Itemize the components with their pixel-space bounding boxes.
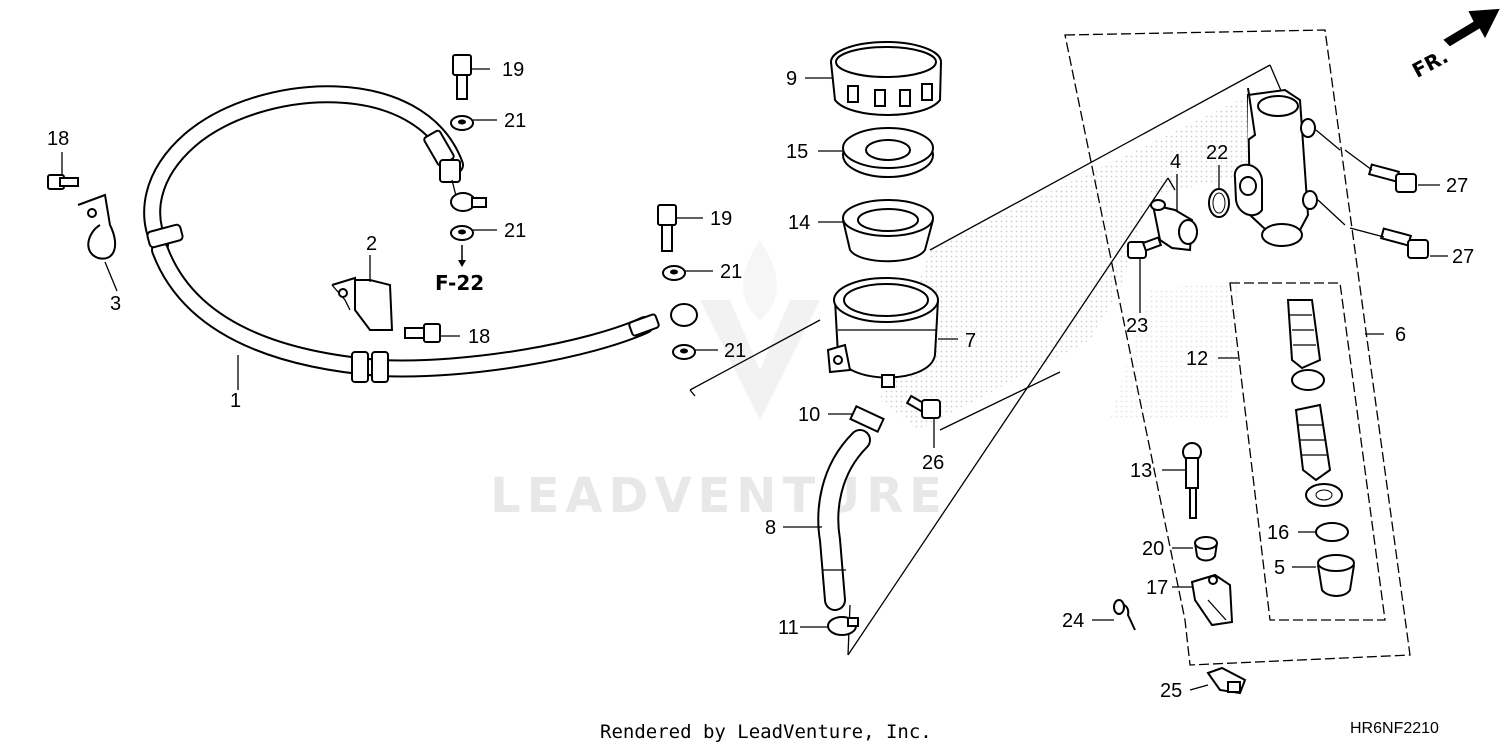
master-cylinder-body <box>1233 87 1318 247</box>
callout-23: 23 <box>1126 315 1148 337</box>
callout-19-top: 19 <box>502 59 524 81</box>
callout-19-mid: 19 <box>710 208 732 230</box>
callout-4: 4 <box>1170 151 1181 173</box>
bolt-27-upper <box>1367 163 1417 193</box>
callout-9: 9 <box>786 68 797 90</box>
boot-5 <box>1317 554 1355 597</box>
cotter-pin-24 <box>1113 599 1136 631</box>
joint-pin-25 <box>1206 666 1247 695</box>
screw-23 <box>1127 236 1163 259</box>
callout-25: 25 <box>1160 680 1182 702</box>
callout-13: 13 <box>1130 460 1152 482</box>
callout-3: 3 <box>110 293 121 315</box>
diagram-code: HR6NF2210 <box>1350 720 1439 737</box>
callout-labels: 1 2 3 4 5 6 7 8 9 10 11 12 13 14 15 16 1… <box>47 59 1474 702</box>
callout-21-d: 21 <box>724 340 746 362</box>
assembly-shading <box>880 90 1260 430</box>
callout-12: 12 <box>1186 348 1208 370</box>
leader-lines <box>61 68 1448 691</box>
hose-clamp <box>77 193 117 260</box>
callout-21-c: 21 <box>720 261 742 283</box>
reservoir-hose <box>817 429 871 611</box>
push-rod-13 <box>1182 442 1202 519</box>
sealing-washers-21 <box>450 115 696 360</box>
credit-text: Rendered by LeadVenture, Inc. <box>600 721 932 743</box>
callout-14: 14 <box>788 212 810 234</box>
reservoir-plate <box>842 127 934 178</box>
callout-27-lower: 27 <box>1452 246 1474 268</box>
bolt-18-right <box>404 323 441 343</box>
callout-18-left: 18 <box>47 128 69 150</box>
banjo-bolt-19-top <box>452 54 472 100</box>
assembly-lines <box>689 64 1286 656</box>
watermark: LEADVENTURE <box>490 240 948 524</box>
callout-20: 20 <box>1142 538 1164 560</box>
brake-reservoir <box>826 277 939 388</box>
front-direction-indicator: FR. <box>1408 8 1500 83</box>
callout-11: 11 <box>778 617 799 639</box>
brake-hose <box>143 85 698 383</box>
callout-2: 2 <box>366 233 377 255</box>
nut-20 <box>1194 536 1218 562</box>
callout-8: 8 <box>765 517 776 539</box>
group-box-6 <box>1064 29 1411 666</box>
callout-22: 22 <box>1206 142 1228 164</box>
joint-17 <box>1190 573 1234 627</box>
reservoir-diaphragm <box>842 199 934 263</box>
callout-27-upper: 27 <box>1446 175 1468 197</box>
callout-10: 10 <box>798 404 820 426</box>
bolt-18-left <box>47 174 79 190</box>
banjo-bolt-19-mid <box>657 204 677 252</box>
watermark-text: LEADVENTURE <box>490 468 948 524</box>
direction-label: FR. <box>1408 44 1452 83</box>
screw-26 <box>905 394 941 419</box>
hose-clip-10 <box>849 404 885 434</box>
o-ring-22 <box>1208 188 1230 218</box>
callout-24: 24 <box>1062 610 1084 632</box>
arrow-down-icon <box>458 245 466 267</box>
reservoir-cap <box>830 41 942 116</box>
callout-1: 1 <box>230 390 241 412</box>
piston-set <box>1286 299 1343 507</box>
callout-7: 7 <box>965 330 976 352</box>
callout-21-a: 21 <box>504 110 526 132</box>
watermark-logo-icon <box>700 240 820 420</box>
callout-26: 26 <box>922 452 944 474</box>
callout-5: 5 <box>1274 557 1285 579</box>
bolt-27-lower <box>1379 227 1429 259</box>
group-box-12 <box>1229 282 1386 621</box>
hose-clip-11 <box>827 616 859 636</box>
callout-18-right: 18 <box>468 326 490 348</box>
callout-16: 16 <box>1267 522 1289 544</box>
arrow-right-icon <box>1443 8 1500 47</box>
callout-17: 17 <box>1146 577 1168 599</box>
hose-bracket <box>331 276 394 331</box>
reference-label: F-22 <box>435 271 484 295</box>
callout-6: 6 <box>1395 324 1406 346</box>
circlip-16 <box>1315 522 1349 542</box>
callout-21-b: 21 <box>504 220 526 242</box>
callout-15: 15 <box>786 141 808 163</box>
